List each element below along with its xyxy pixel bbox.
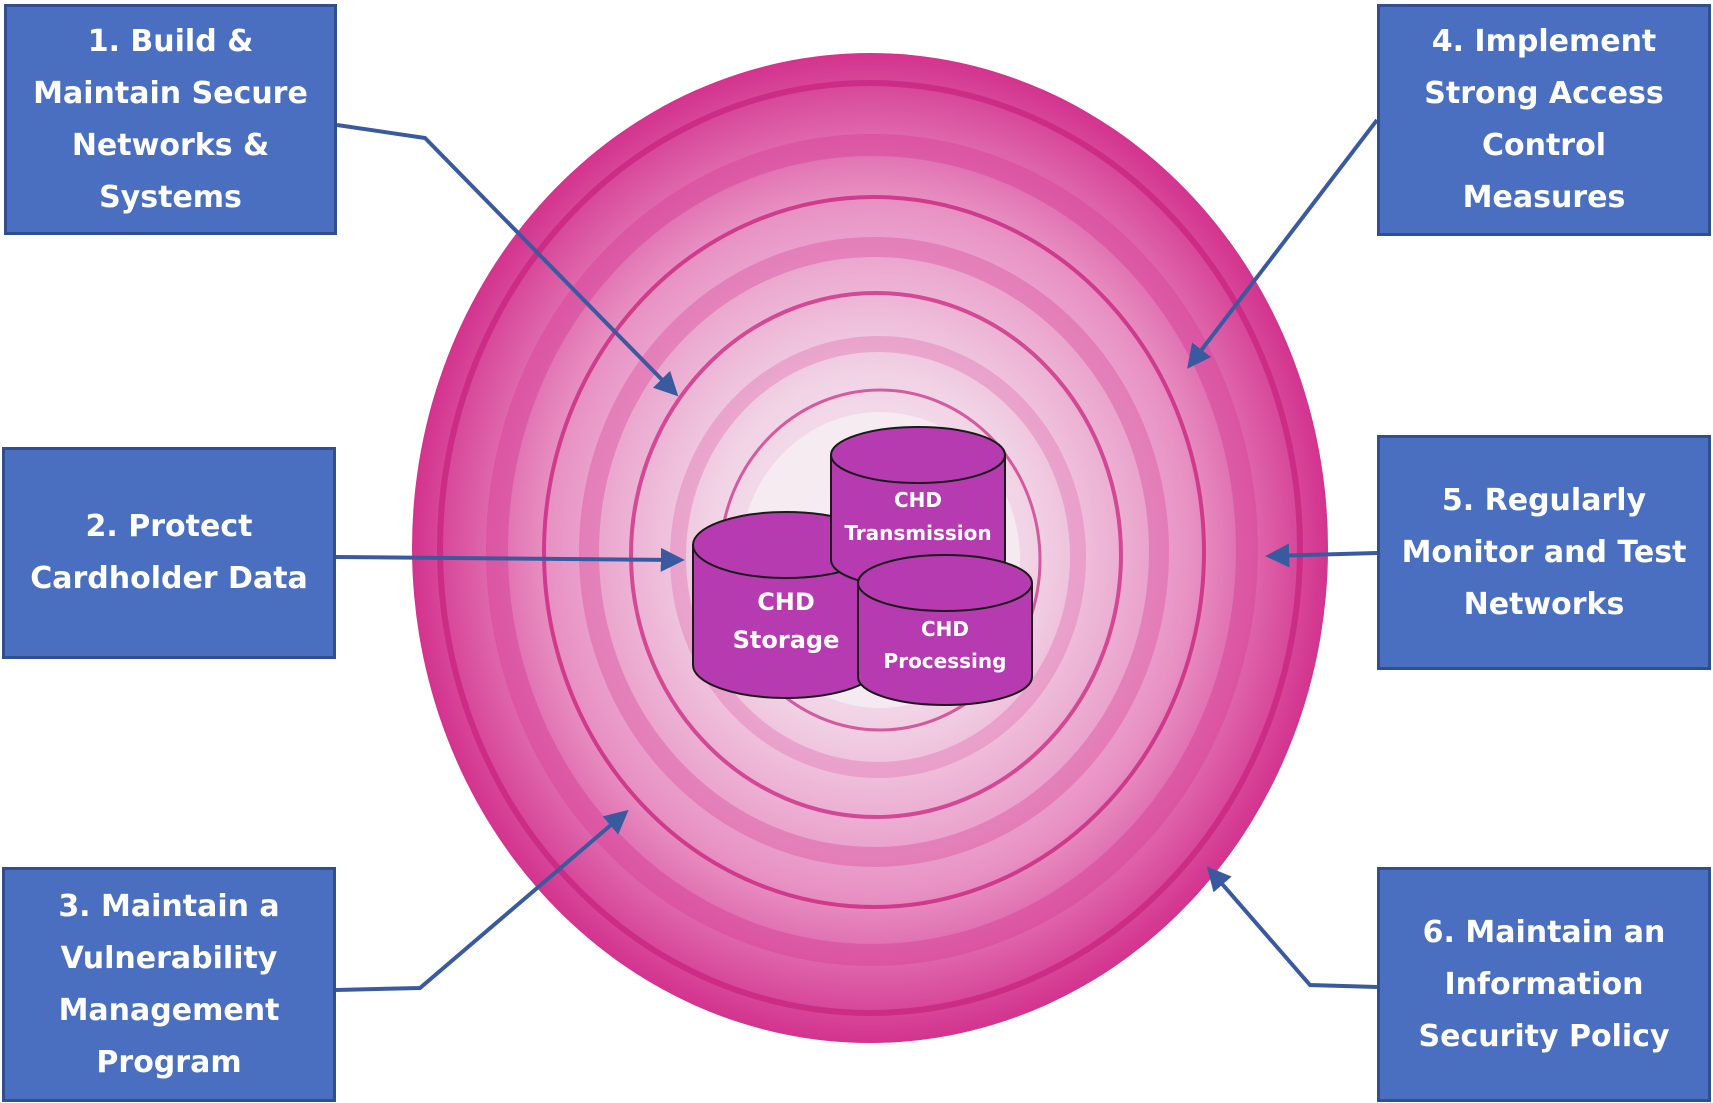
requirement-label-4: 4. Implement Strong Access Control Measu… [1424,24,1664,215]
requirement-box-5: 5. Regularly Monitor and Test Networks [1377,435,1711,670]
onion-ring-2 [486,134,1258,966]
arrow-1 [336,123,679,397]
cylinder-storage-line2: Storage [733,626,840,654]
onion-ring-4 [579,237,1169,867]
cylinder-storage-line1: CHD [757,588,815,616]
requirement-box-3: 3. Maintain a Vulnerability Management P… [2,867,336,1102]
cylinder-processing-line1: CHD [921,617,969,641]
cylinder-processing-line2: Processing [884,649,1007,673]
requirement-box-4: 4. Implement Strong Access Control Measu… [1377,4,1711,236]
cylinder-transmission-line1: CHD [894,488,942,512]
connector-arrows [335,118,1379,992]
cylinder-chd-transmission: CHD Transmission [830,426,1006,589]
onion-ring-3 [542,195,1206,909]
requirement-label-2: 2. Protect Cardholder Data [30,509,308,596]
onion-ring-1 [437,80,1303,1016]
requirement-box-1: 1. Build & Maintain Secure Networks & Sy… [4,4,337,235]
onion-ring-5 [629,291,1123,819]
arrow-5 [1265,543,1378,568]
cylinder-chd-processing: CHD Processing [857,554,1033,706]
arrow-6 [1206,866,1378,989]
arrow-2 [335,547,685,572]
arrow-3 [335,809,629,992]
requirement-label-3: 3. Maintain a Vulnerability Management P… [58,888,280,1080]
requirement-box-6: 6. Maintain an Information Security Poli… [1377,867,1711,1102]
requirement-label-6: 6. Maintain an Information Security Poli… [1418,914,1670,1054]
requirement-label-5: 5. Regularly Monitor and Test Networks [1401,482,1687,622]
cylinder-transmission-line2: Transmission [844,521,991,545]
requirement-label-1: 1. Build & Maintain Secure Networks & Sy… [33,23,308,215]
requirement-box-2: 2. Protect Cardholder Data [2,447,336,659]
arrow-4 [1187,118,1379,369]
